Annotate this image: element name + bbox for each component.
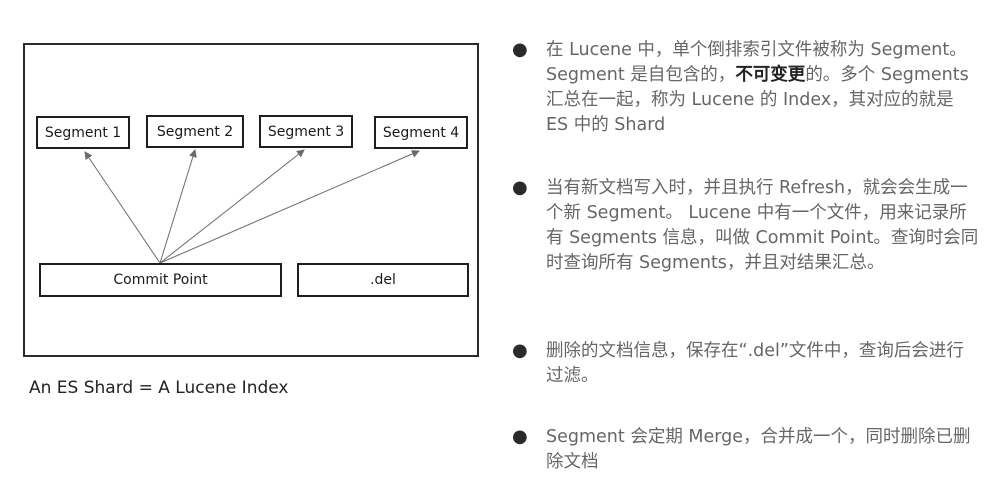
arrow-to-segment-2	[159, 149, 197, 264]
bullet-dot-icon: ●	[512, 426, 528, 447]
bullet-item: ● Segment 会定期 Merge，合并成一个，同时删除已删除文档	[510, 425, 980, 475]
segment-3-box: Segment 3	[259, 115, 353, 148]
arrow-to-segment-4	[159, 150, 420, 264]
emphasis-text: 不可变更	[735, 65, 806, 85]
bullet-text: Segment 会定期 Merge，合并成一个，同时删除已删除文档	[546, 427, 971, 472]
segment-1-box: Segment 1	[36, 116, 130, 149]
bullet-dot-icon: ●	[512, 340, 528, 361]
bullet-dot-icon: ●	[512, 177, 528, 198]
bullet-item: ● 在 Lucene 中，单个倒排索引文件被称为 Segment。Segment…	[510, 38, 980, 138]
bullet-item: ● 当有新文档写入时，并且执行 Refresh，就会会生成一个新 Segment…	[510, 176, 980, 276]
bullet-text: 删除的文档信息，保存在“.del”文件中，查询后会进行过滤。	[546, 341, 964, 386]
bullet-item: ● 删除的文档信息，保存在“.del”文件中，查询后会进行过滤。	[510, 339, 980, 389]
arrow-to-segment-1	[84, 151, 161, 264]
bullet-text: 当有新文档写入时，并且执行 Refresh，就会会生成一个新 Segment。 …	[546, 178, 979, 273]
segment-4-box: Segment 4	[374, 116, 468, 149]
diagram-caption: An ES Shard = A Lucene Index	[29, 378, 289, 398]
shard-frame	[23, 43, 479, 357]
commit-point-box: Commit Point	[39, 263, 282, 297]
bullet-dot-icon: ●	[512, 39, 528, 60]
segment-2-box: Segment 2	[146, 115, 244, 148]
bullet-text: 在 Lucene 中，单个倒排索引文件被称为 Segment。Segment 是…	[546, 40, 969, 135]
del-file-box: .del	[297, 263, 469, 297]
arrow-to-segment-3	[159, 149, 305, 264]
